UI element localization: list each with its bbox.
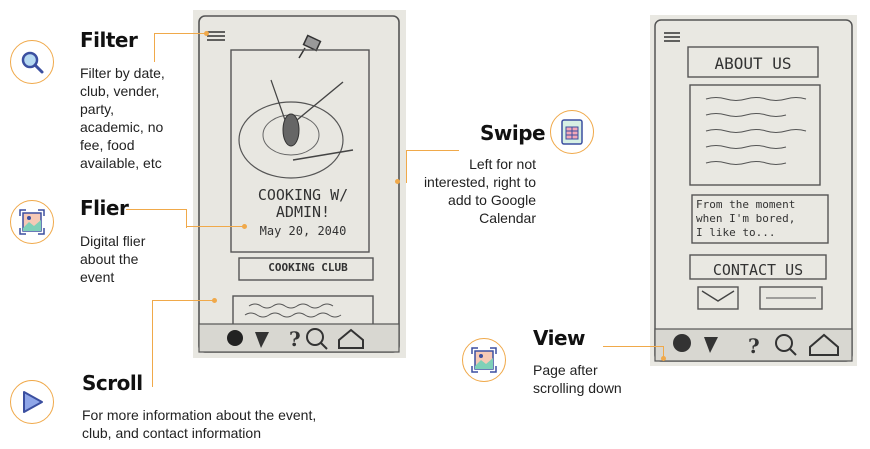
contact-us-label[interactable]: CONTACT US [712, 261, 804, 279]
scroll-connector-dot [212, 298, 217, 303]
home-icon [338, 328, 364, 349]
image-icon [471, 347, 497, 373]
mail-icon [701, 290, 735, 302]
hamburger-menu-icon [664, 32, 680, 42]
flier-connector [126, 209, 187, 228]
hamburger-menu-icon [207, 31, 225, 41]
note-line-2: when I'm bored, [696, 212, 796, 225]
left-phone-sketch: ? [193, 10, 406, 358]
filter-desc: Filter by date, club, vender, party, aca… [80, 65, 165, 171]
swipe-icon-circle [550, 110, 594, 154]
search-icon [255, 332, 269, 348]
image-icon [19, 209, 45, 235]
magnifier-icon [21, 51, 44, 74]
flier-title-line1: COOKING W/ [257, 186, 349, 204]
flier-title: Flier [80, 196, 129, 220]
right-phone-sketch: ? [650, 15, 857, 366]
help-icon: ? [748, 334, 760, 358]
mail-box [697, 286, 739, 310]
note-line-3: I like to... [696, 226, 776, 239]
view-connector-dot [661, 356, 666, 361]
swipe-title: Swipe [480, 121, 546, 145]
profile-icon [673, 334, 691, 352]
scroll-connector [152, 300, 215, 387]
flier-desc: Digital flier about the event [80, 233, 146, 285]
view-icon-circle [462, 338, 506, 382]
flier-icon-circle [10, 200, 54, 244]
filter-icon-circle [10, 40, 54, 84]
play-icon [23, 391, 43, 413]
filter-connector [154, 33, 207, 62]
home-icon [809, 333, 839, 356]
scroll-desc: For more information about the event, cl… [82, 407, 317, 441]
swipe-connector [406, 150, 459, 183]
club-label[interactable]: COOKING CLUB [268, 261, 348, 274]
swipe-connector-dot [395, 179, 400, 184]
flier-connector-dot [242, 224, 247, 229]
magnifier-icon [306, 328, 324, 346]
flier-title-line2: ADMIN! [275, 203, 331, 221]
profile-icon [227, 330, 243, 346]
flier-date: May 20, 2040 [259, 224, 347, 238]
view-connector [603, 346, 664, 359]
filter-connector-dot [204, 31, 209, 36]
view-desc: Page after scrolling down [533, 362, 622, 396]
swipe-desc: Left for not interested, right to add to… [423, 156, 536, 226]
note-line-1: From the moment [696, 198, 796, 211]
view-title: View [533, 326, 586, 350]
scroll-icon-circle [10, 380, 54, 424]
help-icon: ? [289, 327, 301, 351]
about-us-label[interactable]: ABOUT US [714, 54, 792, 73]
flier-connector-2 [186, 226, 244, 227]
magnifier-icon [775, 334, 793, 352]
scroll-title: Scroll [82, 371, 143, 395]
spreadsheet-icon [561, 119, 583, 145]
search-icon [704, 337, 718, 353]
filter-title: Filter [80, 28, 138, 52]
